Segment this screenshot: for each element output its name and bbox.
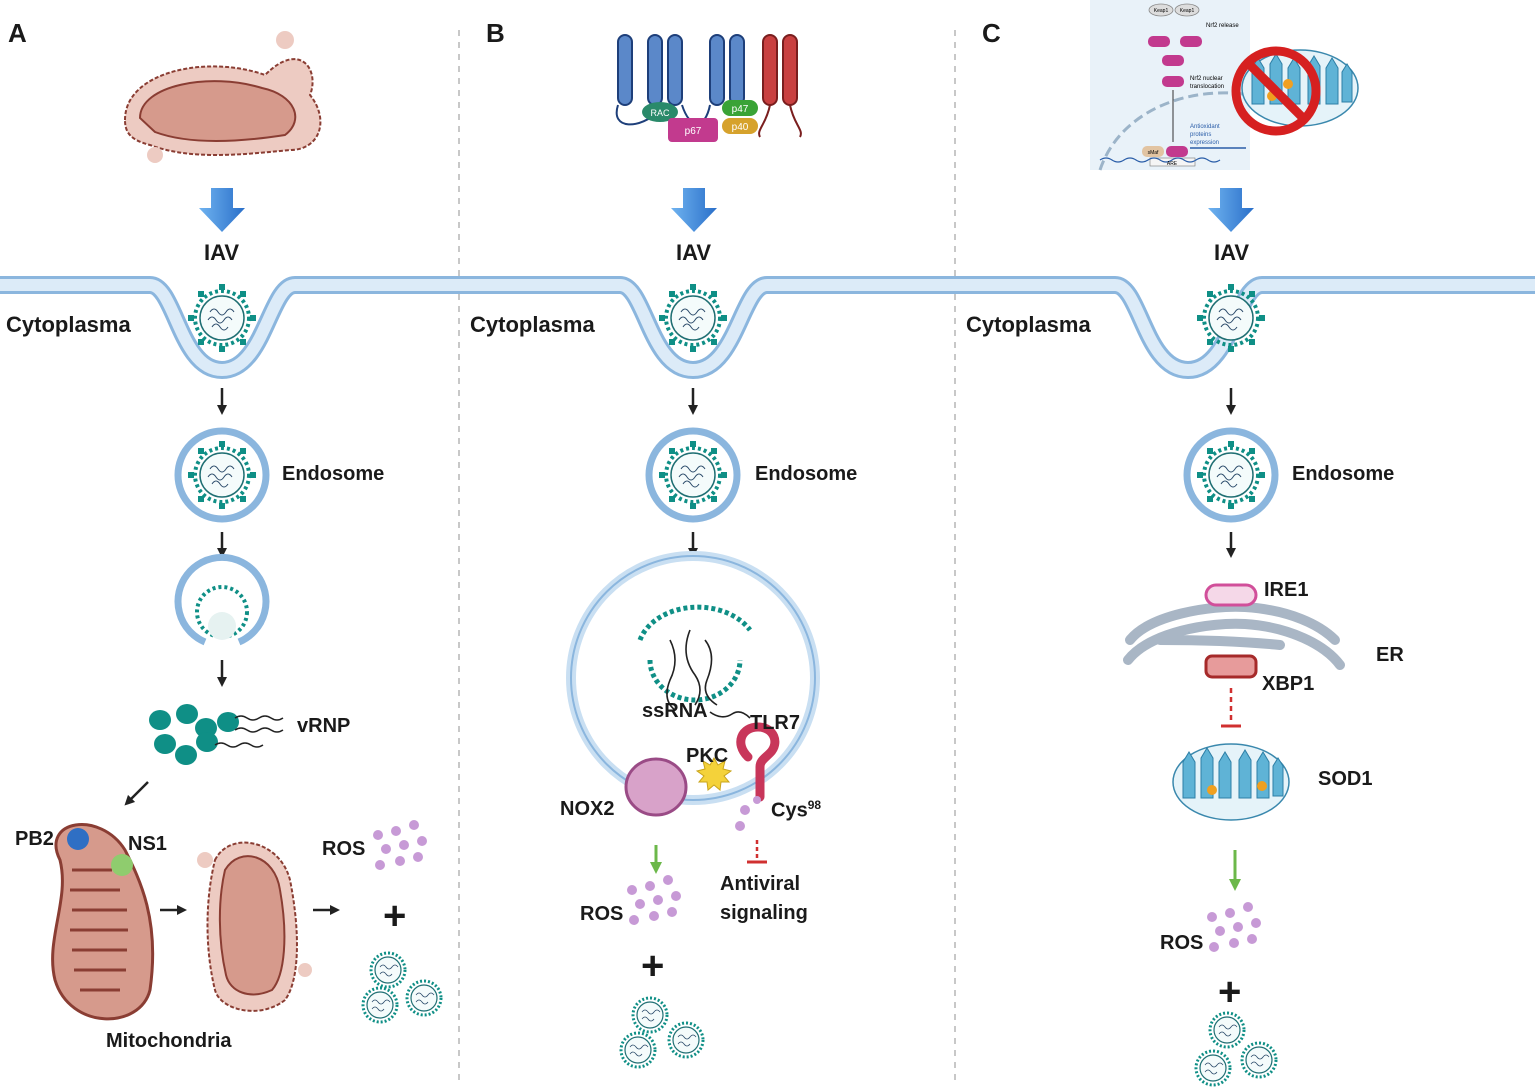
- endosome-label-a: Endosome: [282, 463, 385, 485]
- progeny-virus-b3: [667, 1021, 705, 1059]
- iav-label-c: IAV: [1214, 240, 1250, 265]
- progeny-virus-a2: [361, 986, 399, 1024]
- virus-b-membrane: [657, 282, 729, 354]
- tlr7-receptor: [736, 722, 780, 802]
- p40-label: p40: [732, 122, 749, 133]
- nox2-enzyme: [624, 757, 688, 817]
- cell-membrane: [0, 276, 1535, 380]
- progeny-virus-c1: [1208, 1011, 1246, 1049]
- xbp1-protein: [1204, 654, 1258, 679]
- inset-antioxidant-3: expression: [1190, 140, 1219, 146]
- progeny-virus-a1: [369, 951, 407, 989]
- endosome-a: [174, 427, 270, 523]
- cytoplasma-label-a: Cytoplasma: [6, 312, 131, 337]
- progeny-virus-b2: [619, 1031, 657, 1069]
- inset-smaf: sMaf: [1148, 150, 1159, 156]
- ssrna-label: ssRNA: [642, 700, 708, 722]
- cys98-dot-2: [735, 821, 745, 831]
- pb2-protein: [67, 828, 89, 850]
- sod1-label: SOD1: [1318, 768, 1373, 790]
- virus-a-membrane: [186, 282, 258, 354]
- inset-keap1-a: Keap1: [1154, 8, 1169, 14]
- inset-translocation: translocation: [1190, 84, 1224, 90]
- tlr7-label: TLR7: [750, 712, 800, 734]
- endosome-b: [645, 427, 741, 523]
- ssrna-strand: [709, 711, 751, 719]
- mitochondria-label: Mitochondria: [106, 1030, 232, 1052]
- panel-b-letter: B: [486, 18, 505, 48]
- rac-label: RAC: [650, 108, 670, 118]
- endosome-label-b: Endosome: [755, 463, 858, 485]
- ns1-protein: [111, 854, 133, 876]
- inset-are: ARE: [1167, 161, 1178, 167]
- inset-nrf2-release: Nrf2 release: [1206, 23, 1239, 29]
- endoplasmic-reticulum: [1123, 601, 1345, 670]
- xbp1-label: XBP1: [1262, 673, 1315, 695]
- p47-label: p47: [732, 104, 749, 115]
- plus-c: +: [1218, 970, 1242, 1014]
- ros-dots-c: [1207, 902, 1261, 952]
- ros-label-b: ROS: [580, 903, 624, 925]
- mitochondrion-damaged-top: [123, 31, 322, 163]
- er-label: ER: [1376, 644, 1404, 666]
- arrow-a4: [124, 781, 149, 806]
- vrnp-a: [149, 704, 284, 765]
- blue-arrow-c: [1208, 188, 1254, 232]
- inset-antioxidant-1: Antioxidant: [1190, 124, 1220, 130]
- large-endosome-b: [566, 551, 820, 805]
- cys98-dot-1: [740, 805, 750, 815]
- vrnp-label: vRNP: [297, 715, 351, 737]
- pkc-label: PKC: [686, 745, 729, 767]
- panel-a-letter: A: [8, 18, 27, 48]
- p67-label: p67: [685, 126, 702, 137]
- cys98-label: Cys98: [771, 798, 821, 823]
- endosome-c: [1183, 427, 1279, 523]
- inset-keap1-b: Keap1: [1180, 8, 1195, 14]
- nox2-label: NOX2: [560, 798, 615, 820]
- cytoplasma-label-b: Cytoplasma: [470, 312, 595, 337]
- iav-label-a: IAV: [204, 240, 240, 265]
- endosome-opening-a: [174, 553, 270, 646]
- progeny-virus-c3: [1240, 1041, 1278, 1079]
- mitochondrion-damaged-bottom: [197, 841, 312, 1012]
- progeny-virus-b1: [631, 996, 669, 1034]
- blue-arrow-a: [199, 188, 245, 232]
- ros-label-c: ROS: [1160, 932, 1204, 954]
- plus-a: +: [383, 894, 407, 938]
- ros-label-a: ROS: [322, 838, 366, 860]
- ros-dots-a: [373, 820, 427, 870]
- prohibition-sign: [1231, 46, 1321, 136]
- inset-nrf2-nuclear: Nrf2 nuclear: [1190, 76, 1223, 82]
- ns1-label: NS1: [128, 833, 167, 855]
- endosome-label-c: Endosome: [1292, 463, 1395, 485]
- inset-antioxidant-2: proteins: [1190, 132, 1211, 138]
- iav-label-b: IAV: [676, 240, 712, 265]
- cys98-dot-3: [753, 796, 761, 804]
- progeny-virus-c2: [1194, 1049, 1232, 1087]
- sod1-enzyme: [1172, 743, 1290, 821]
- nox-complex-top: [615, 34, 802, 142]
- panel-c-letter: C: [982, 18, 1001, 48]
- pkc-enzyme: [695, 756, 733, 791]
- antiviral-line1: Antiviral: [720, 873, 801, 895]
- cys-text: Cys: [771, 799, 808, 822]
- cytoplasma-label-c: Cytoplasma: [966, 312, 1091, 337]
- plus-b: +: [641, 944, 665, 988]
- ire1-protein: [1204, 583, 1258, 607]
- ire1-label: IRE1: [1264, 579, 1309, 601]
- antiviral-line2: signaling: [720, 902, 808, 924]
- ros-dots-b: [627, 875, 681, 925]
- blue-arrow-b: [671, 188, 717, 232]
- progeny-virus-a3: [405, 979, 443, 1017]
- nrf2-inset: [1090, 0, 1251, 171]
- pb2-label: PB2: [15, 828, 54, 850]
- cys-superscript: 98: [807, 798, 822, 812]
